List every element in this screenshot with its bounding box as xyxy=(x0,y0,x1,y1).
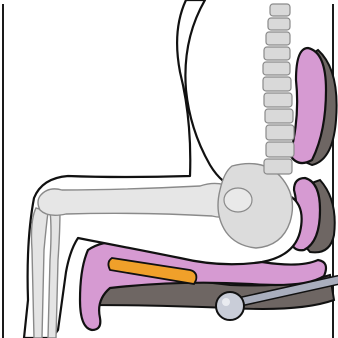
spine xyxy=(263,4,294,174)
rail-knob xyxy=(216,292,244,320)
hip-joint xyxy=(224,188,252,212)
